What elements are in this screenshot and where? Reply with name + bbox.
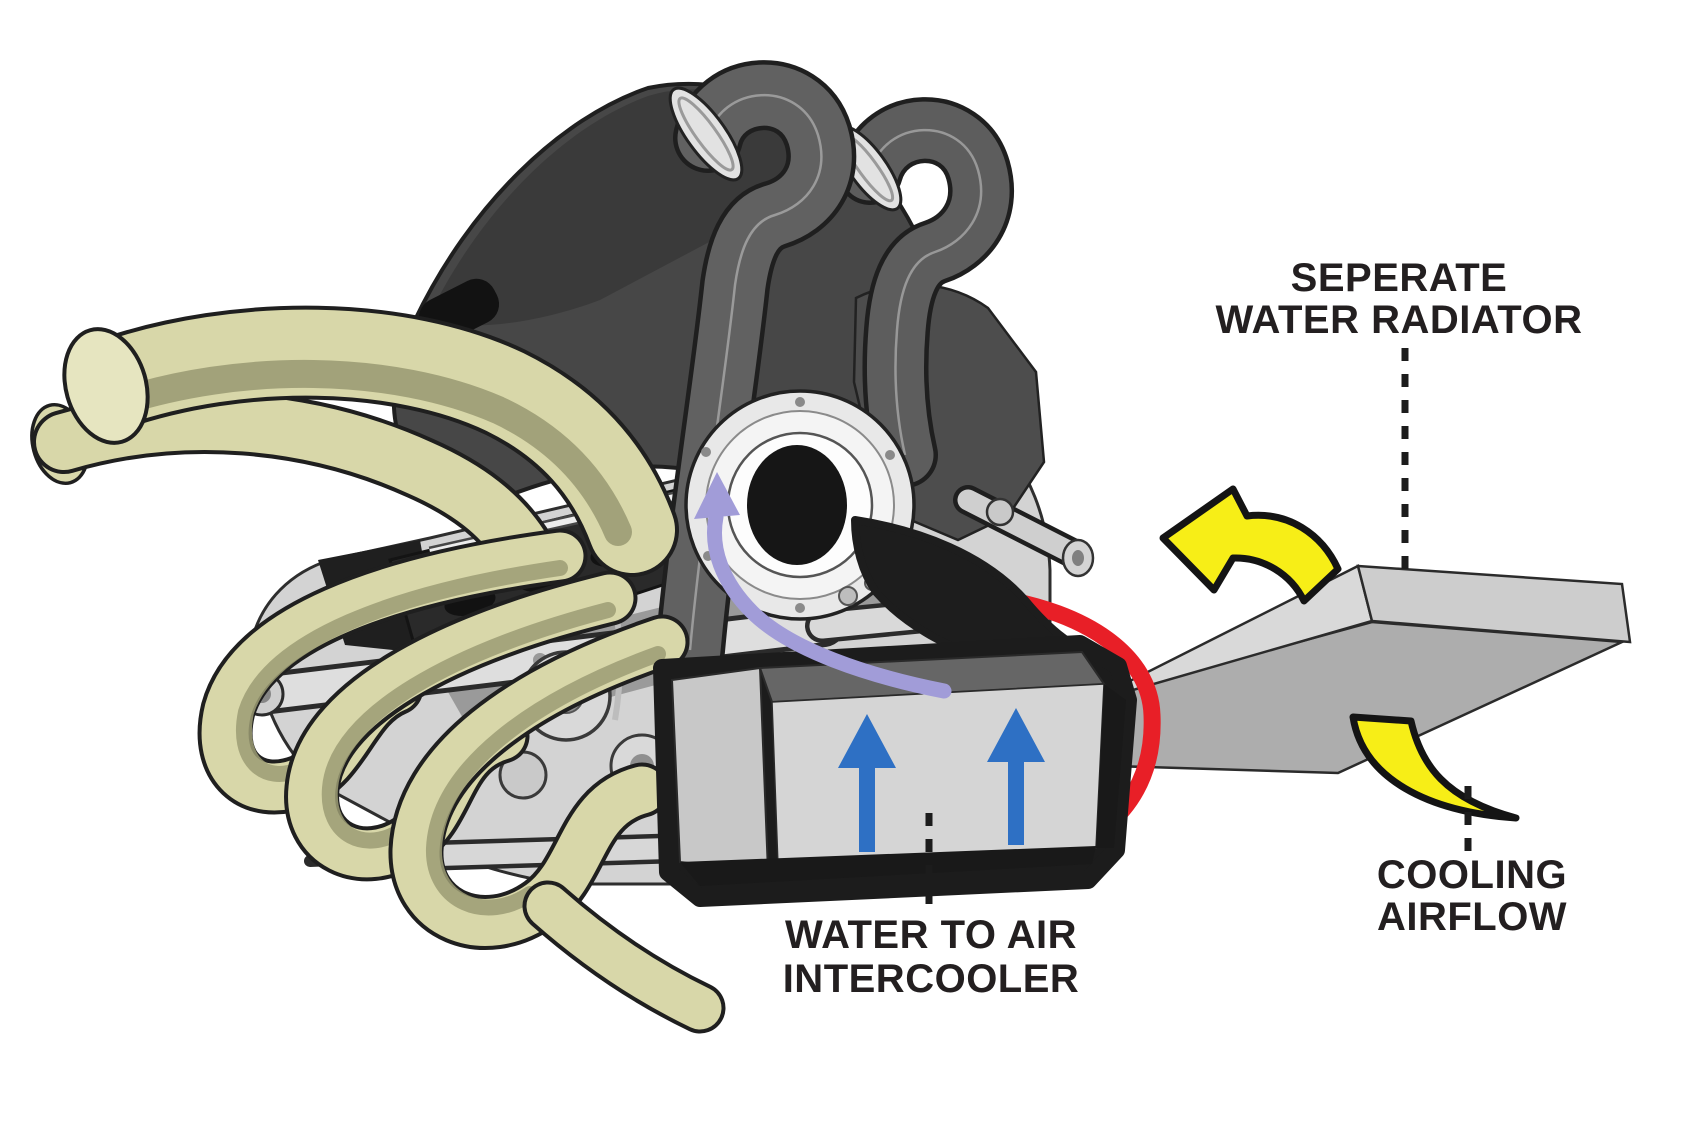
label-cooling-airflow-line1: COOLING xyxy=(1377,853,1567,897)
exhaust-outlet-upper xyxy=(62,327,150,445)
intercooler-left-face xyxy=(670,666,770,874)
cool-air-arrows xyxy=(838,708,1045,852)
exhaust-headers xyxy=(30,305,726,1034)
cooling-airflow-arrows xyxy=(1159,485,1520,822)
cool-air-arrow-left xyxy=(838,714,896,852)
label-water-radiator-line2: WATER RADIATOR xyxy=(1216,298,1583,342)
diagram-labels: SEPERATE WATER RADIATOR COOLING AIRFLOW … xyxy=(783,256,1583,1001)
intercooler-front-face xyxy=(771,683,1105,867)
cool-air-arrow-right xyxy=(987,708,1045,845)
charge-air-arrow xyxy=(694,472,952,699)
turbo-inlet-bore xyxy=(747,445,847,565)
cooling-airflow-arrow-up xyxy=(1159,485,1342,605)
radiator-top-right-edge xyxy=(1356,564,1632,644)
label-intercooler-line1: WATER TO AIR xyxy=(785,913,1077,957)
pipe-clamp-ring-left xyxy=(668,86,744,182)
label-water-radiator-line1: SEPERATE xyxy=(1291,256,1508,300)
cooling-airflow-ribbon xyxy=(1349,713,1520,822)
label-intercooler-line2: INTERCOOLER xyxy=(783,957,1080,1001)
label-cooling-airflow-line2: AIRFLOW xyxy=(1377,895,1567,939)
